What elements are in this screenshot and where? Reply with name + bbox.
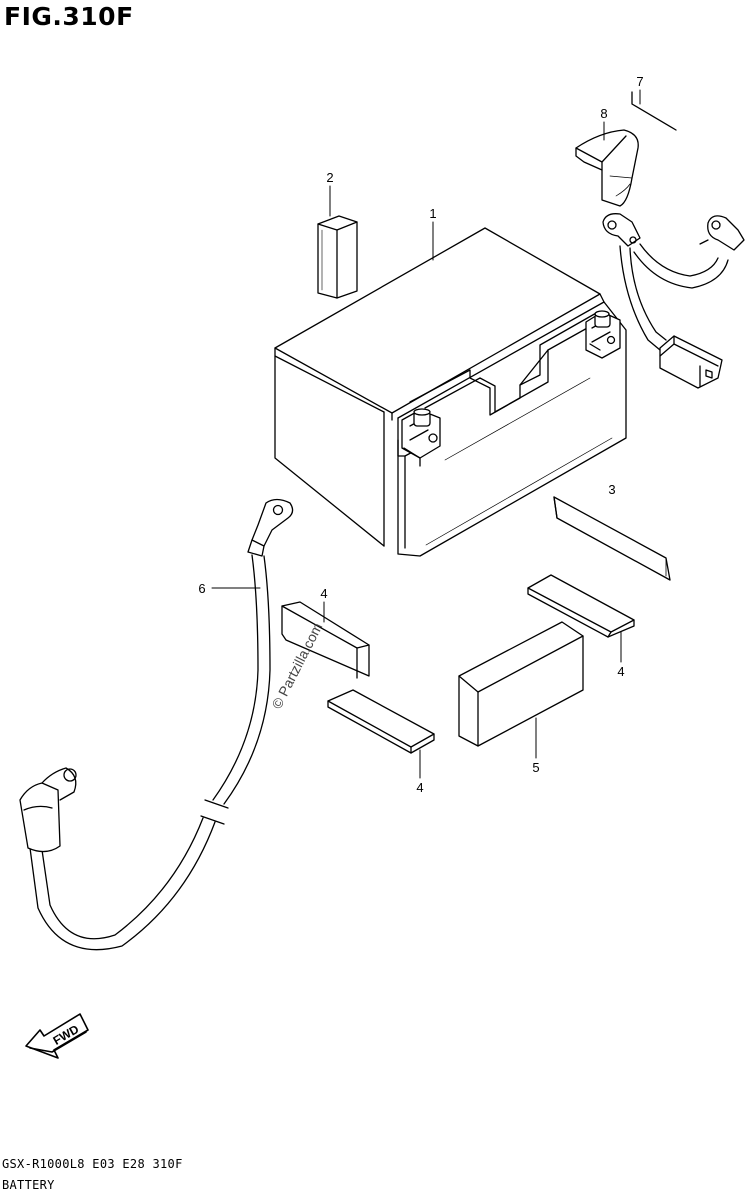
negative-cable (19, 498, 294, 951)
flat-plate (553, 496, 671, 581)
cushion-left-upper (281, 601, 370, 679)
callout-3: 3 (608, 482, 615, 497)
battery-box (458, 621, 584, 747)
footer-model-code: GSX-R1000L8 E03 E28 310F (2, 1157, 183, 1171)
leader-lines (211, 89, 641, 779)
callout-8: 8 (600, 106, 607, 121)
callout-4-right: 4 (617, 664, 624, 679)
footer-section-name: BATTERY (2, 1178, 55, 1192)
figure-title: FIG.310F (4, 2, 134, 31)
cushion-left-lower (327, 689, 435, 754)
callout-1: 1 (429, 206, 436, 221)
fwd-arrow: FWD (25, 1013, 89, 1059)
callout-7: 7 (636, 74, 643, 89)
positive-cable-assembly (602, 91, 745, 389)
small-pad (317, 215, 358, 299)
callout-5: 5 (532, 760, 539, 775)
callout-numbers: 1 2 3 4 4 4 5 6 7 8 (198, 74, 643, 795)
callout-4-upper: 4 (320, 586, 327, 601)
callout-4-lower: 4 (416, 780, 423, 795)
cushion-right (527, 574, 635, 638)
terminal-cover (575, 129, 639, 207)
battery (274, 227, 627, 557)
callout-6: 6 (198, 581, 205, 596)
watermark: © Partzilla.com (268, 620, 325, 711)
callout-2: 2 (326, 170, 333, 185)
